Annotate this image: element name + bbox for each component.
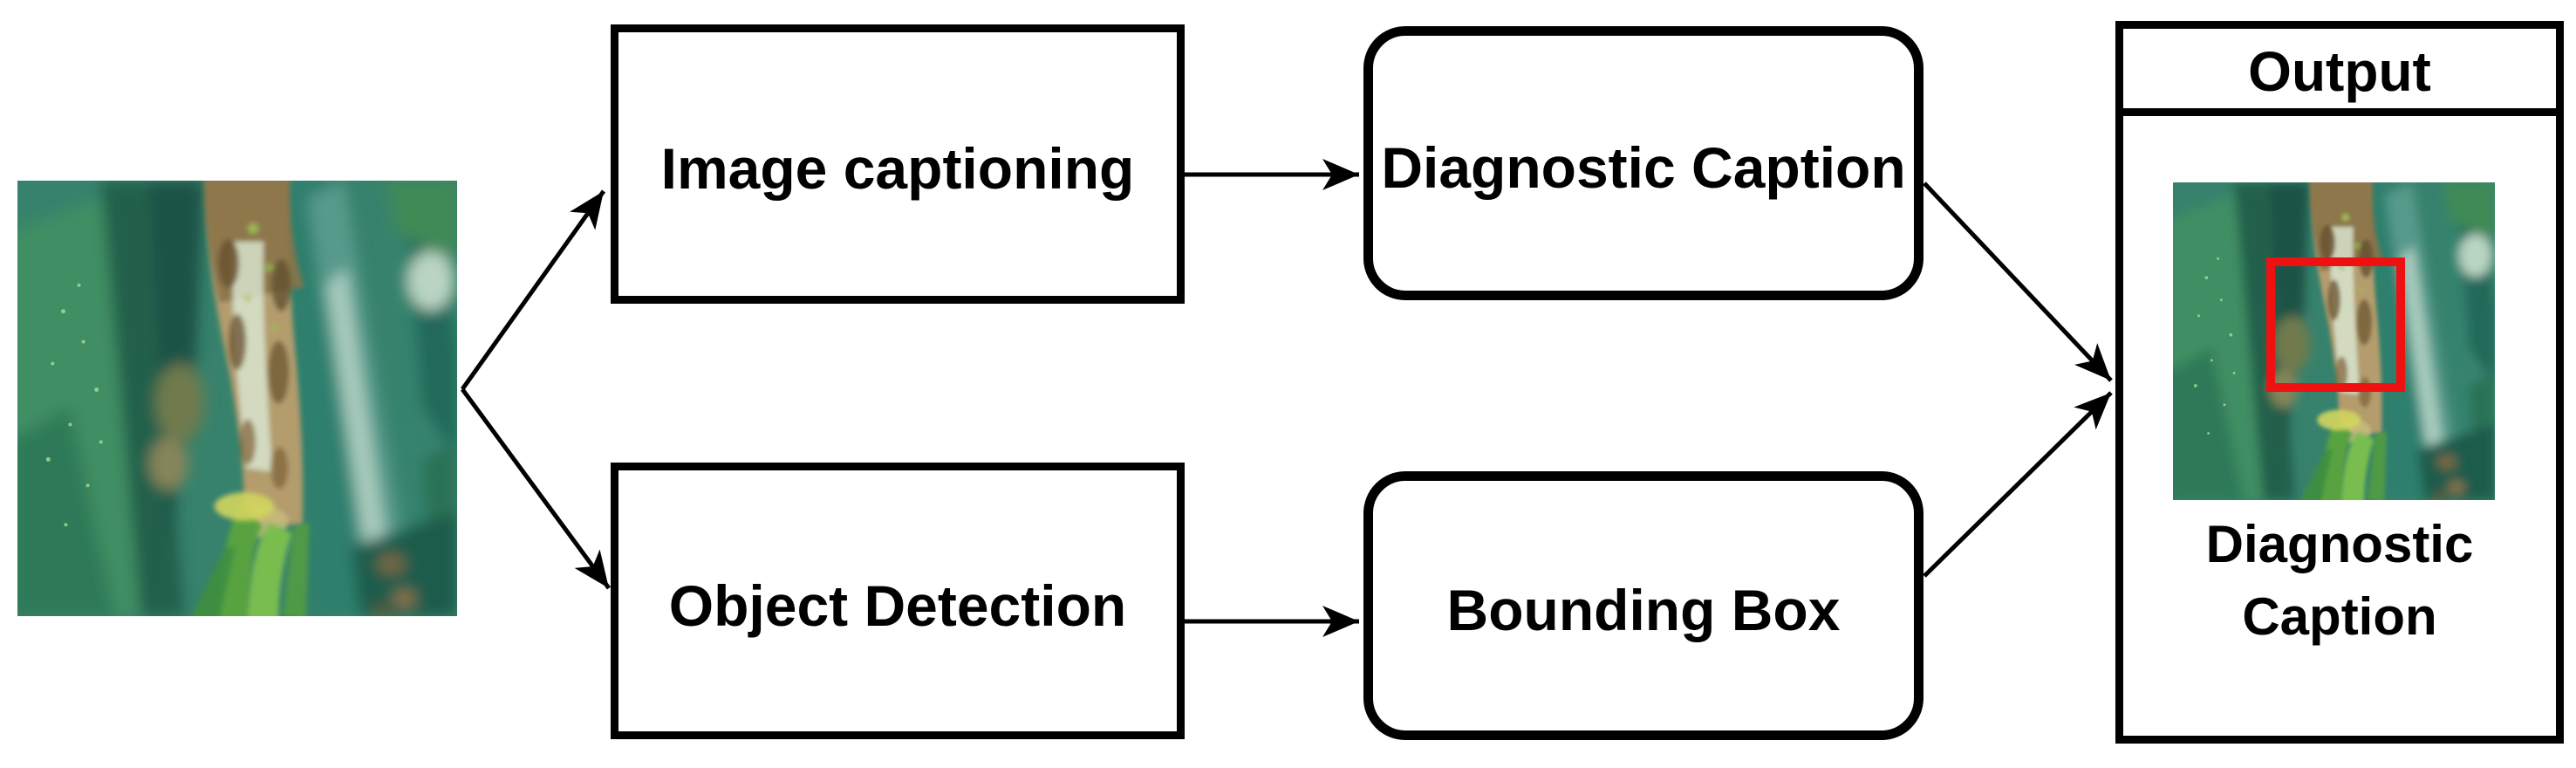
node-bounding-box: Bounding Box	[1363, 471, 1923, 740]
output-plant-photo	[2173, 182, 2495, 500]
node-object-detection-label: Object Detection	[668, 573, 1127, 638]
plant-photo-image	[17, 181, 457, 616]
input-plant-photo	[17, 181, 457, 616]
node-bounding-box-label: Bounding Box	[1446, 578, 1841, 642]
arrow-caption-to-output	[1923, 182, 2113, 382]
arrow-input-to-captioning	[460, 189, 606, 391]
output-caption: Diagnostic Caption	[2205, 515, 2474, 646]
output-panel-header: Output	[2123, 29, 2556, 116]
node-diagnostic-caption: Diagnostic Caption	[1363, 26, 1923, 300]
output-panel: Output	[2115, 21, 2564, 744]
bounding-box-overlay	[2266, 257, 2405, 392]
plant-photo-image	[2173, 182, 2495, 500]
node-object-detection: Object Detection	[611, 463, 1185, 739]
node-image-captioning-label: Image captioning	[660, 136, 1135, 201]
output-title: Output	[2248, 39, 2431, 103]
arrow-input-to-detection	[460, 387, 612, 590]
arrow-bbox-to-output	[1923, 391, 2113, 578]
node-image-captioning: Image captioning	[611, 24, 1185, 304]
node-diagnostic-caption-label: Diagnostic Caption	[1381, 135, 1906, 200]
